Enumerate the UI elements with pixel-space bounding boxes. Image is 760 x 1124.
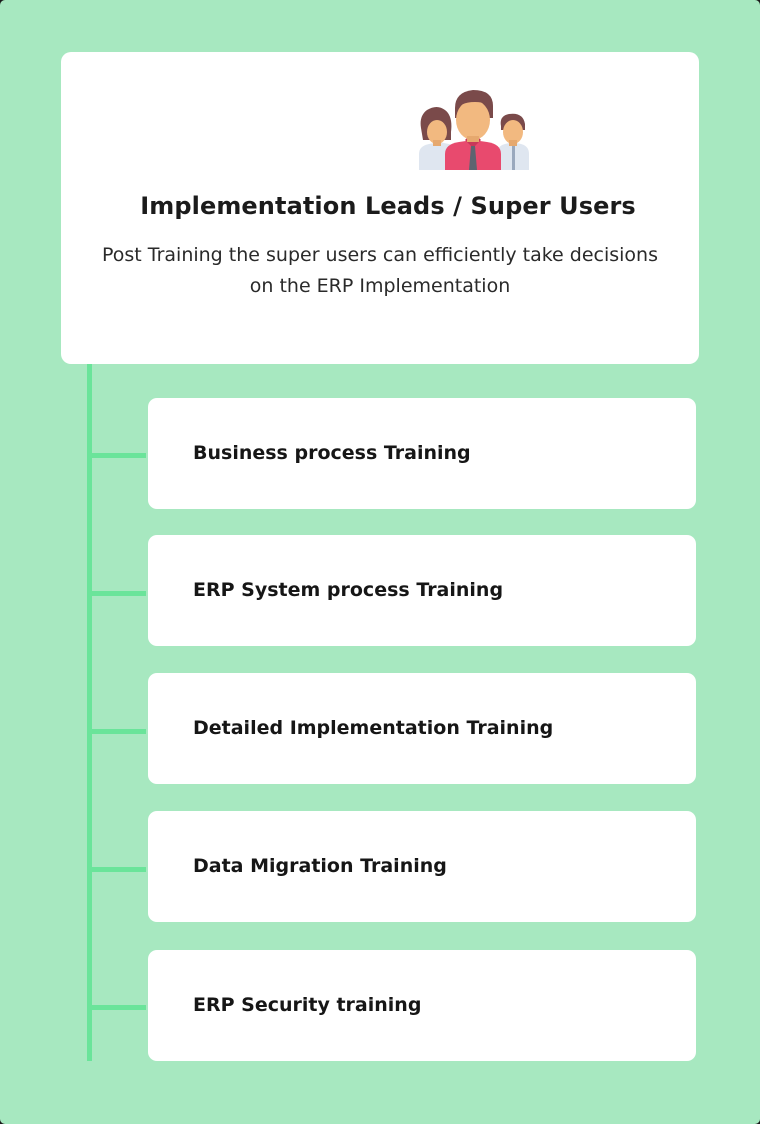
connector-branch — [87, 591, 146, 596]
team-people-icon — [419, 90, 529, 170]
step-label: Business process Training — [193, 442, 471, 464]
step-label: ERP Security training — [193, 994, 422, 1016]
step-label: Detailed Implementation Training — [193, 717, 554, 739]
step-label: Data Migration Training — [193, 855, 447, 877]
step-card-detailed-implementation: Detailed Implementation Training — [148, 673, 696, 784]
hero-description: Post Training the super users can effici… — [101, 244, 658, 297]
step-card-erp-system-process: ERP System process Training — [148, 535, 696, 646]
step-label: ERP System process Training — [193, 579, 504, 601]
step-card-data-migration: Data Migration Training — [148, 811, 696, 922]
step-card-erp-security: ERP Security training — [148, 950, 696, 1061]
connector-branch — [87, 867, 146, 872]
step-card-business-process: Business process Training — [148, 398, 696, 509]
connector-branch — [87, 729, 146, 734]
hero-title: Implementation Leads / Super Users — [140, 192, 636, 220]
connector-branch — [87, 1005, 146, 1010]
connector-branch — [87, 453, 146, 458]
hero-card: Implementation Leads / Super Users Post … — [61, 52, 699, 364]
connector-spine — [87, 364, 92, 1061]
